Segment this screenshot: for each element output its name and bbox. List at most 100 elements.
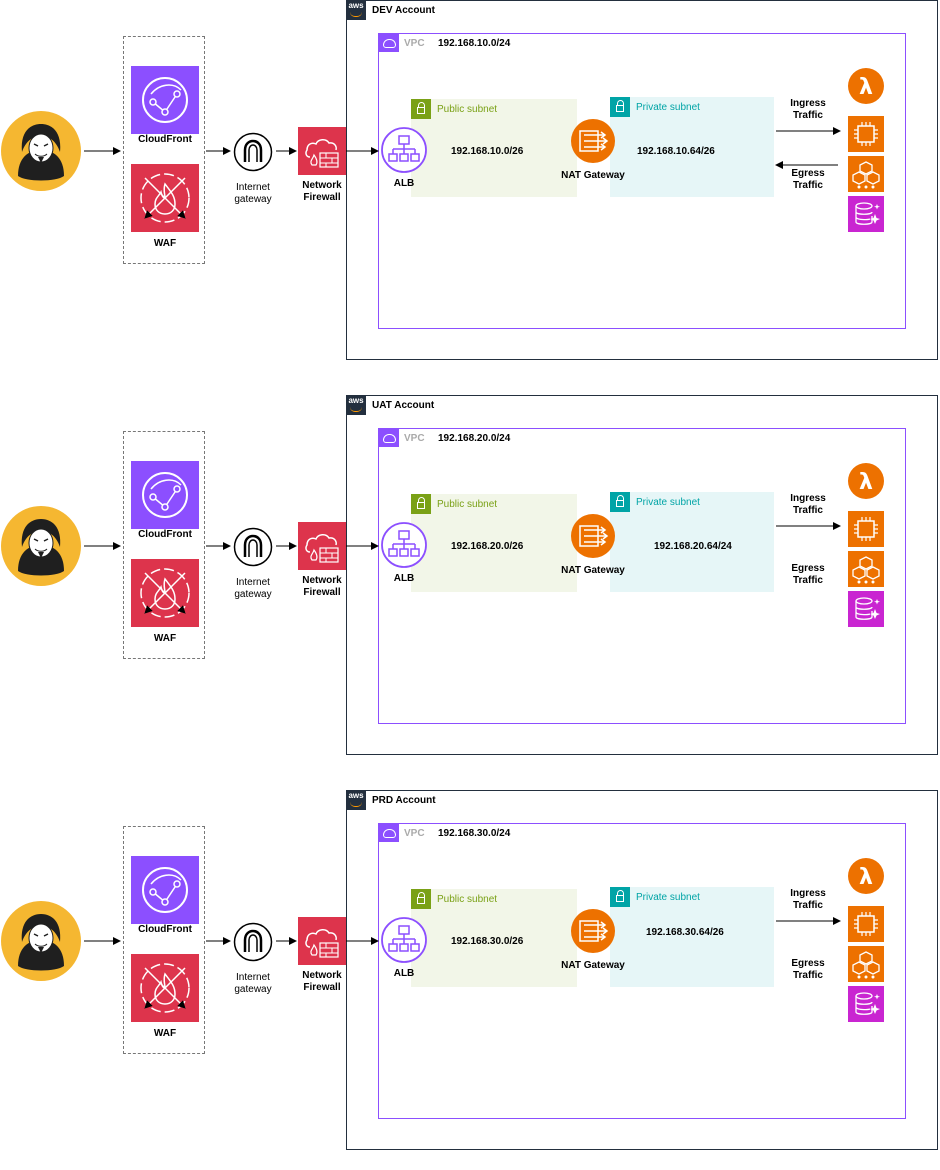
public-subnet [411, 99, 577, 197]
account-panel-1: aws UAT Account VPC 192.168.20.0/24 Publ… [0, 395, 940, 775]
account-boundary [346, 790, 938, 1150]
network-firewall-icon [298, 522, 346, 570]
connector-arrows [84, 917, 841, 945]
public-subnet-lock-icon [411, 99, 431, 119]
edge-services-group [123, 826, 205, 1054]
edge-services-group [123, 36, 205, 264]
account-boundary [346, 0, 938, 360]
public-subnet-lock-icon [411, 494, 431, 514]
vpc-cidr: 192.168.10.0/24 [438, 38, 511, 49]
alb-icon [381, 522, 427, 568]
lambda-icon: λ [848, 858, 884, 894]
ec2-icon [848, 511, 884, 547]
database-icon [848, 196, 884, 232]
account-boundary [346, 395, 938, 755]
connector-arrows [84, 522, 841, 550]
public-subnet-cidr: 192.168.10.0/26 [451, 146, 524, 157]
container-icon [848, 551, 884, 587]
private-subnet-label: Private subnet [636, 892, 700, 903]
internet-gateway-icon [233, 527, 273, 567]
private-subnet-label: Private subnet [636, 497, 700, 508]
vpc-label: VPC [404, 433, 425, 444]
nat-gateway-icon [571, 514, 615, 558]
nat-gateway-label: NAT Gateway [561, 960, 625, 971]
private-subnet-lock-icon [610, 492, 630, 512]
vpc-cidr: 192.168.30.0/24 [438, 828, 511, 839]
private-subnet-lock-icon [610, 97, 630, 117]
private-subnet [610, 97, 774, 197]
nat-gateway-icon [571, 119, 615, 163]
vpc-label: VPC [404, 828, 425, 839]
waf-label: WAF [153, 633, 177, 644]
network-firewall-label: Network Firewall [302, 575, 342, 598]
network-firewall-icon [298, 917, 346, 965]
container-icon [848, 156, 884, 192]
egress-traffic-label: Egress Traffic [791, 563, 825, 586]
vpc-cloud-icon [379, 824, 399, 842]
lambda-icon: λ [848, 463, 884, 499]
waf-icon [131, 164, 199, 232]
public-subnet-cidr: 192.168.20.0/26 [451, 541, 524, 552]
cloudfront-icon [131, 461, 199, 529]
public-subnet-lock-icon [411, 889, 431, 909]
account-panel-0: aws DEV Account VPC 192.168.10.0/24 Publ… [0, 0, 940, 380]
aws-logo-icon: aws [346, 0, 366, 20]
cloudfront-icon [131, 856, 199, 924]
internet-gateway-label: Internet gateway [234, 182, 272, 205]
ingress-traffic-label: Ingress Traffic [790, 888, 826, 911]
egress-traffic-label: Egress Traffic [791, 958, 825, 981]
svg-text:λ: λ [859, 75, 873, 100]
vpc-boundary [378, 428, 906, 724]
egress-traffic-label: Egress Traffic [791, 168, 825, 191]
waf-icon [131, 559, 199, 627]
cloudfront-label: CloudFront [138, 134, 192, 145]
waf-label: WAF [153, 1028, 177, 1039]
nat-gateway-label: NAT Gateway [561, 170, 625, 181]
private-subnet-lock-icon [610, 887, 630, 907]
public-subnet-cidr: 192.168.30.0/26 [451, 936, 524, 947]
lambda-icon: λ [848, 68, 884, 104]
network-firewall-label: Network Firewall [302, 970, 342, 993]
account-title: DEV Account [372, 5, 435, 16]
private-subnet-label: Private subnet [636, 102, 700, 113]
vpc-boundary [378, 33, 906, 329]
aws-logo-icon: aws [346, 395, 366, 415]
vpc-boundary [378, 823, 906, 1119]
private-subnet-cidr: 192.168.20.64/24 [654, 541, 732, 552]
alb-icon [381, 127, 427, 173]
account-title: UAT Account [372, 400, 435, 411]
edge-services-group [123, 431, 205, 659]
account-title: PRD Account [372, 795, 436, 806]
public-subnet-label: Public subnet [437, 499, 498, 510]
database-icon [848, 591, 884, 627]
alb-label: ALB [393, 573, 415, 584]
svg-text:λ: λ [859, 865, 873, 890]
connector-arrows [84, 127, 841, 169]
attacker-icon [1, 506, 81, 586]
ingress-traffic-label: Ingress Traffic [790, 98, 826, 121]
ec2-icon [848, 116, 884, 152]
alb-icon [381, 917, 427, 963]
svg-text:λ: λ [859, 470, 873, 495]
network-firewall-icon [298, 127, 346, 175]
ingress-traffic-label: Ingress Traffic [790, 493, 826, 516]
private-subnet-cidr: 192.168.10.64/26 [637, 146, 715, 157]
vpc-cidr: 192.168.20.0/24 [438, 433, 511, 444]
waf-label: WAF [153, 238, 177, 249]
vpc-cloud-icon [379, 34, 399, 52]
alb-label: ALB [393, 968, 415, 979]
nat-gateway-label: NAT Gateway [561, 565, 625, 576]
cloudfront-label: CloudFront [138, 924, 192, 935]
aws-logo-icon: aws [346, 790, 366, 810]
public-subnet-label: Public subnet [437, 104, 498, 115]
internet-gateway-icon [233, 132, 273, 172]
attacker-icon [1, 901, 81, 981]
internet-gateway-label: Internet gateway [234, 577, 272, 600]
private-subnet [610, 492, 774, 592]
public-subnet [411, 494, 577, 592]
vpc-label: VPC [404, 38, 425, 49]
nat-gateway-icon [571, 909, 615, 953]
private-subnet [610, 887, 774, 987]
public-subnet [411, 889, 577, 987]
internet-gateway-icon [233, 922, 273, 962]
